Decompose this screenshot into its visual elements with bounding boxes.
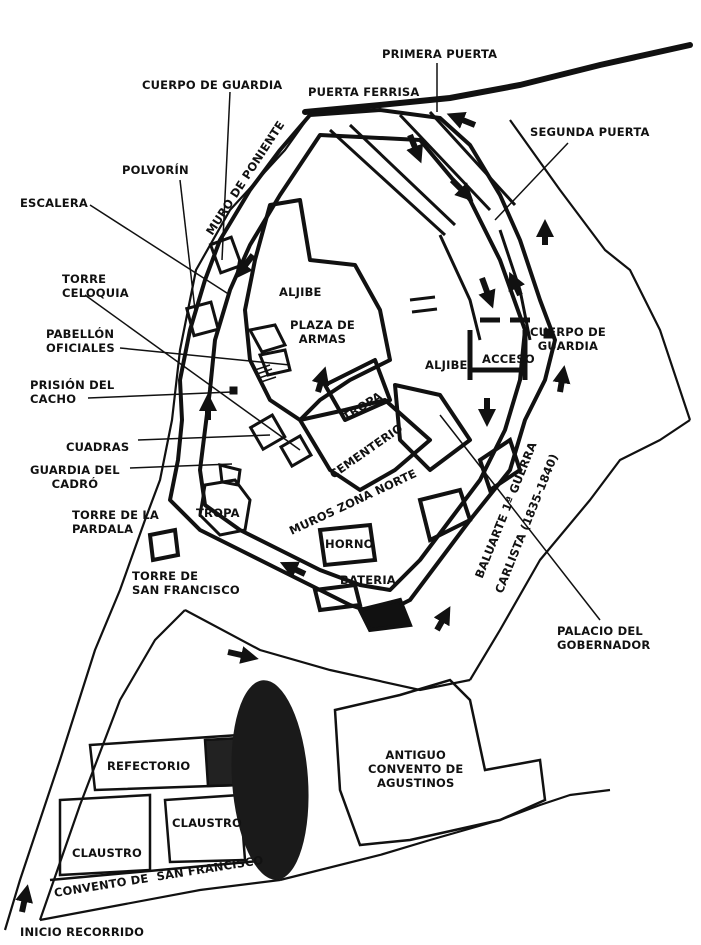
church-oval <box>231 680 309 880</box>
stairs-hatch <box>254 364 277 383</box>
label-horno: HORNO <box>325 537 374 551</box>
label-claustro-1: CLAUSTRO <box>172 816 243 830</box>
label-prision-cacho: PRISIÓN DEL CACHO <box>30 378 115 406</box>
label-torre-pardala: TORRE DE LA PARDALA <box>72 508 160 536</box>
start-arrow-icon <box>15 884 33 913</box>
route-arrow-icon <box>478 276 496 309</box>
label-claustro-2: CLAUSTRO <box>72 846 143 860</box>
label-escalera: ESCALERA <box>20 196 89 210</box>
route-arrow-icon <box>234 253 256 280</box>
route-arrow-icon <box>446 111 477 129</box>
label-primera-puerta: PRIMERA PUERTA <box>382 47 498 61</box>
plaza-armas-block <box>243 198 472 492</box>
label-acceso: ACCESO <box>482 352 535 366</box>
label-cuerpo-guardia-right: CUERPO DE GUARDIA <box>530 325 606 353</box>
convento-agustinos <box>333 678 547 847</box>
label-guardia-cadro: GUARDIA DEL CADRÓ <box>30 463 120 491</box>
torre-pardala-shape <box>147 527 181 563</box>
route-arrow-icon <box>311 366 330 393</box>
label-palacio-gobernador: PALACIO DEL GOBERNADOR <box>557 624 651 652</box>
label-torre-celoquia: TORRE CELOQUIA <box>62 272 129 300</box>
north-wall <box>302 42 693 115</box>
label-aljibe-2: ALJIBE <box>425 358 468 372</box>
entry-corridor <box>328 110 532 341</box>
south-bastion <box>312 436 523 633</box>
route-arrow-icon <box>433 606 451 632</box>
route-arrow-icon <box>508 271 525 297</box>
outer-wall <box>3 114 692 931</box>
aljibe-marks <box>229 295 554 395</box>
route-arrow-icon <box>227 646 259 664</box>
route-arrow-icon <box>552 365 571 393</box>
convento-san-francisco <box>49 733 271 882</box>
label-bateria: BATERIA <box>340 573 396 587</box>
label-tropa-2: TROPA <box>196 506 240 520</box>
label-plaza-armas: PLAZA DE ARMAS <box>290 318 355 346</box>
label-puerta-ferrisa: PUERTA FERRISA <box>308 85 420 99</box>
label-polvorin: POLVORÍN <box>122 163 189 177</box>
label-torre-san-francisco: TORRE DE SAN FRANCISCO <box>132 569 240 597</box>
label-segunda-puerta: SEGUNDA PUERTA <box>530 125 650 139</box>
route-arrow-icon <box>406 133 424 164</box>
label-inicio-recorrido: INICIO RECORRIDO <box>20 925 145 939</box>
label-cuadras: CUADRAS <box>66 440 130 454</box>
label-antiguo-convento: ANTIGUO CONVENTO DE AGUSTINOS <box>368 748 464 790</box>
acceso-gates <box>467 317 530 380</box>
label-cuerpo-guardia-top: CUERPO DE GUARDIA <box>142 78 283 92</box>
route-arrow-icon <box>449 177 474 202</box>
label-refectorio: REFECTORIO <box>107 759 191 773</box>
route-arrows <box>15 111 571 913</box>
road-lines <box>39 609 501 922</box>
route-arrow-icon <box>279 561 307 578</box>
leader-lines <box>84 63 601 621</box>
label-aljibe-1: ALJIBE <box>279 285 322 299</box>
label-pabellon-oficiales: PABELLÓN OFICIALES <box>46 327 115 355</box>
